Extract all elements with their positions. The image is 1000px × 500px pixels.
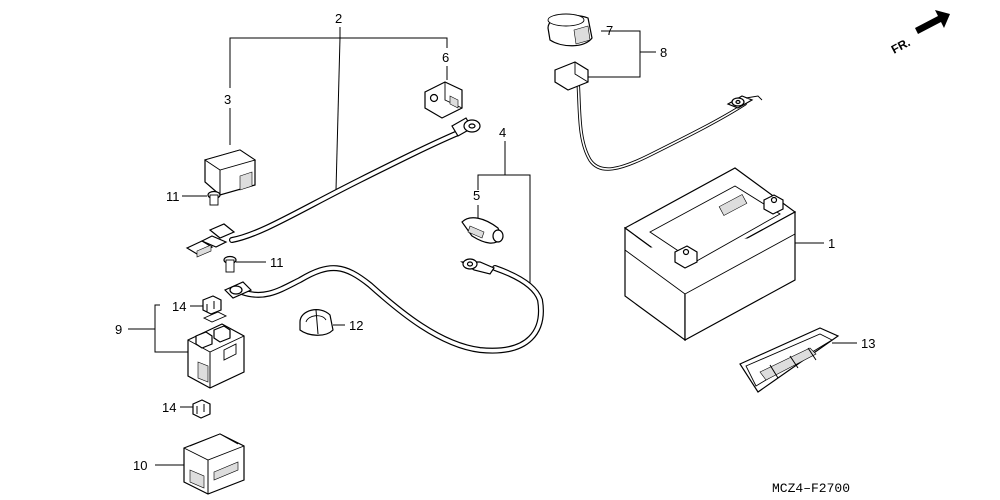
cable-harness [229,78,747,354]
callout-12: 12 [349,318,363,333]
wire-terminal-8 [726,95,763,109]
front-direction-label: FR. [889,35,913,56]
wire-connector [185,223,236,258]
battery-strap-13 [739,327,840,393]
starter-relay-9 [187,311,245,389]
callout-5: 5 [473,188,480,203]
cable-terminal-4 [460,258,495,275]
callout-11-upper: 11 [166,189,180,204]
callout-14-lower: 14 [162,400,176,415]
callout-7: 7 [606,23,613,38]
terminal-cap-7 [547,13,593,47]
callout-8: 8 [660,45,667,60]
callout-9: 9 [115,322,122,337]
terminal-cap-5 [461,217,504,244]
drawing-code: MCZ4–F2700 [772,481,850,496]
cable-terminal-top [451,117,481,137]
battery-1 [623,167,797,342]
callout-11-lower: 11 [270,255,284,270]
cable-clamp-12 [299,309,334,336]
callout-labels: 1 2 3 4 5 6 7 8 9 10 11 11 12 13 14 14 [115,11,875,473]
leader-lines [128,27,857,466]
terminal-cover-3 [203,149,257,196]
callout-3: 3 [224,92,231,107]
terminal-bracket-8 [554,61,589,91]
cable-terminal-left [223,281,253,299]
callout-6: 6 [442,50,449,65]
callout-13: 13 [861,336,875,351]
relay-cover-10 [183,433,245,495]
callout-1: 1 [828,236,835,251]
callout-10: 10 [133,458,147,473]
callout-2: 2 [335,11,342,26]
bolt-11-lower [223,255,237,273]
front-direction-arrow-icon [915,10,950,34]
callout-14-upper: 14 [172,299,186,314]
terminal-bracket-6 [424,81,463,119]
fuse-14-lower [192,399,211,419]
fuse-14-upper [202,295,222,315]
callout-4: 4 [499,125,506,140]
bolt-11-upper [207,190,221,206]
